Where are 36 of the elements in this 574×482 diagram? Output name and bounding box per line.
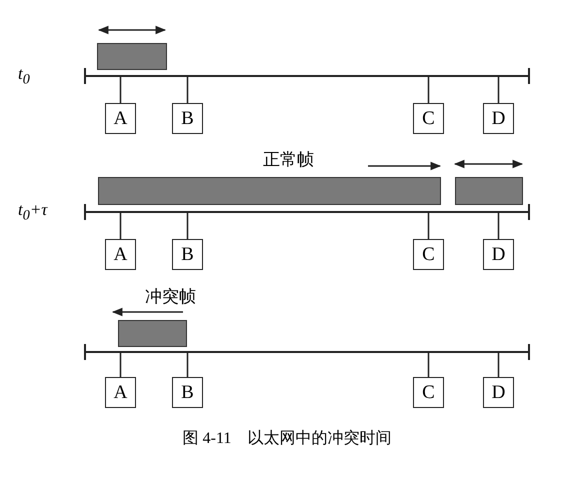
tap-line (498, 353, 500, 377)
tap-line (120, 77, 122, 103)
station-box: D (483, 103, 514, 134)
tap-line (428, 213, 430, 239)
station-box: A (105, 239, 136, 270)
tap-line (186, 213, 188, 239)
frame-label: 正常帧 (263, 149, 314, 171)
station-box: B (172, 103, 203, 134)
station-box: A (105, 103, 136, 134)
tap-line (120, 213, 122, 239)
station-box: D (483, 239, 514, 270)
tap-line (186, 77, 188, 103)
station-box: B (172, 377, 203, 408)
station-box: C (413, 377, 444, 408)
tap-line (428, 77, 430, 103)
frame-bar (118, 320, 187, 347)
tap-line (428, 353, 430, 377)
tap-line (186, 353, 188, 377)
time-label: t$_{0}$ (18, 64, 30, 88)
figure-caption: 图 4-11 以太网中的冲突时间 (182, 428, 392, 449)
bus-line (85, 211, 529, 213)
tap-line (120, 353, 122, 377)
station-box: A (105, 377, 136, 408)
bus-line (85, 75, 529, 77)
station-box: C (413, 103, 444, 134)
bus-line (85, 351, 529, 353)
frame-bar (455, 177, 523, 205)
frame-bar (97, 43, 167, 70)
tap-line (498, 213, 500, 239)
frame-label: 冲突帧 (145, 286, 196, 308)
station-box: C (413, 239, 444, 270)
station-box: D (483, 377, 514, 408)
tap-line (498, 77, 500, 103)
frame-bar (98, 177, 441, 205)
station-box: B (172, 239, 203, 270)
time-label: t$_{0}$+τ (18, 200, 48, 224)
